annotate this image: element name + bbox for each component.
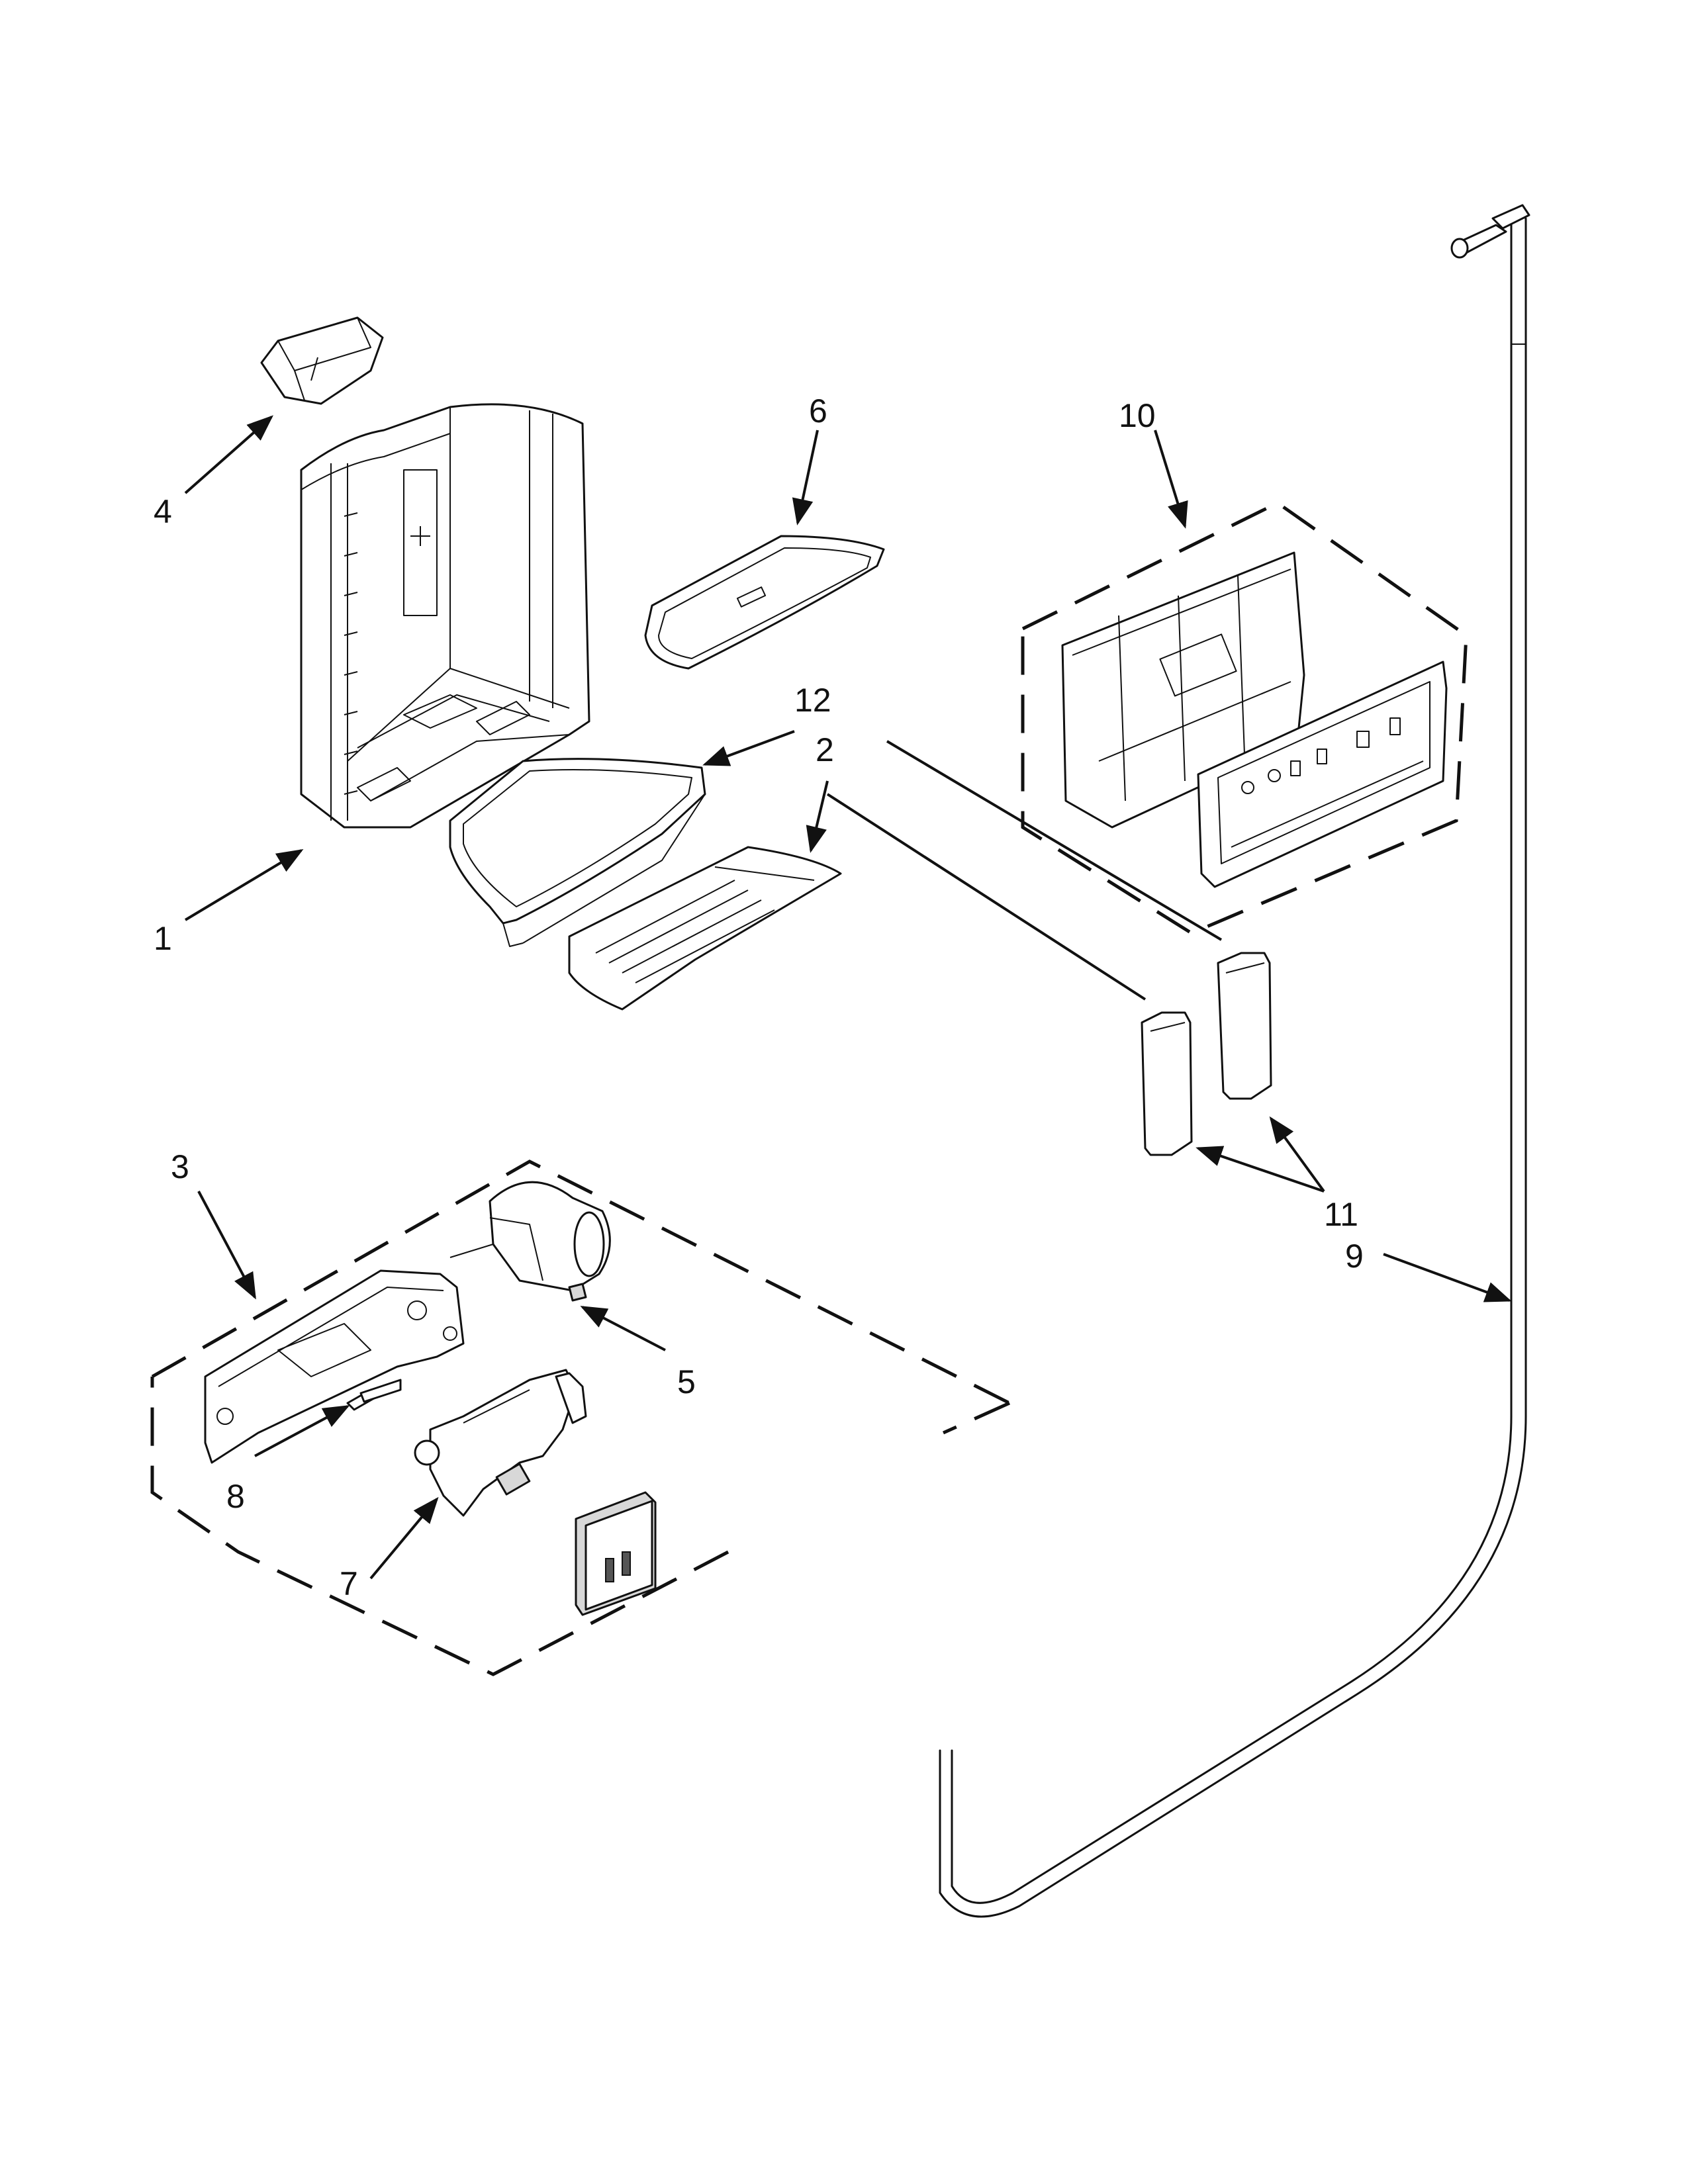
part-10-control-panel bbox=[1021, 501, 1468, 935]
part-12-tray bbox=[449, 758, 706, 947]
part-5-motor bbox=[449, 1181, 611, 1302]
part-socket bbox=[575, 1491, 657, 1616]
callout-6: 6 bbox=[809, 392, 827, 430]
callout-12: 12 bbox=[794, 682, 831, 719]
part-3-assembly bbox=[150, 1160, 1011, 1676]
part-9-tube bbox=[939, 204, 1530, 1918]
part-3-bracket bbox=[204, 1269, 465, 1464]
callout-2: 2 bbox=[816, 731, 834, 768]
callout-8: 8 bbox=[226, 1478, 245, 1515]
part-1-housing bbox=[300, 403, 590, 829]
callout-4: 4 bbox=[154, 493, 172, 530]
part-7-actuator bbox=[414, 1369, 587, 1517]
callout-11: 11 bbox=[1324, 1196, 1358, 1233]
callout-3: 3 bbox=[171, 1148, 189, 1185]
part-11-buttons bbox=[1141, 952, 1272, 1156]
callout-7: 7 bbox=[340, 1565, 358, 1602]
callout-labels: 1 2 3 4 5 6 7 8 9 10 11 12 bbox=[154, 392, 1364, 1602]
part-4-cup bbox=[260, 316, 384, 405]
leader-lines bbox=[184, 415, 1512, 1580]
part-8-screw bbox=[346, 1379, 402, 1411]
part-6-shelf bbox=[644, 535, 885, 670]
callout-10: 10 bbox=[1119, 397, 1156, 434]
callout-5: 5 bbox=[677, 1363, 696, 1400]
callout-1: 1 bbox=[154, 920, 172, 957]
panel-icons bbox=[1241, 717, 1401, 794]
part-2-grille bbox=[568, 846, 842, 1011]
callout-9: 9 bbox=[1345, 1238, 1364, 1275]
